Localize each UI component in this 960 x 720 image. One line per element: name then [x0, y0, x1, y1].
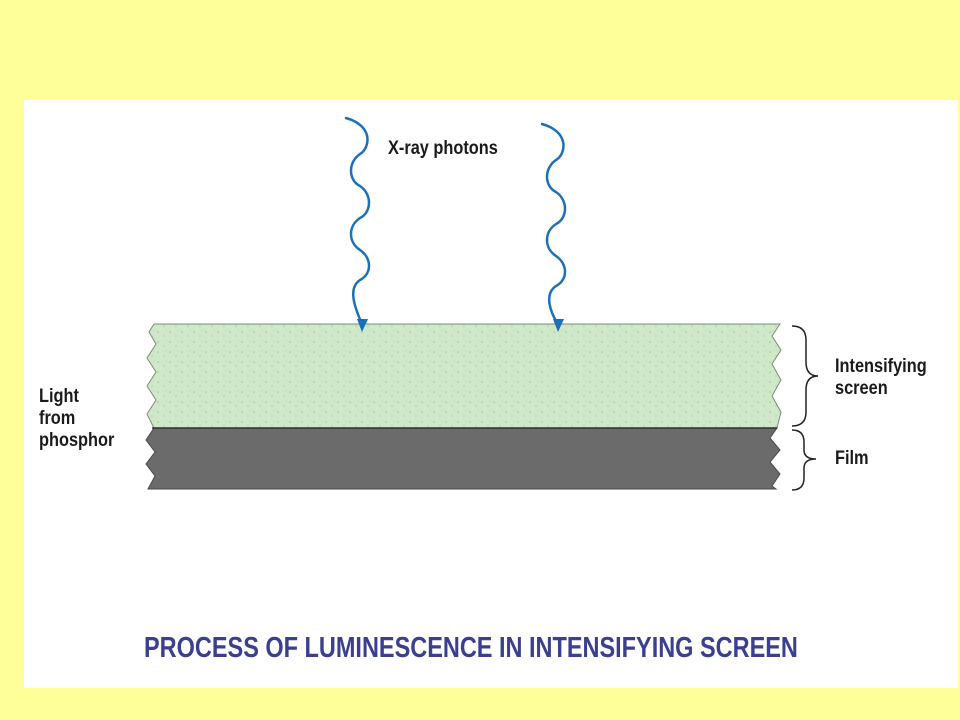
light-from-phosphor-label: Light from phosphor: [39, 386, 114, 452]
screen-label-line: screen: [835, 378, 888, 399]
diagram-caption: PROCESS OF LUMINESCENCE IN INTENSIFYING …: [144, 632, 798, 664]
xray-photons-label: X-ray photons: [388, 138, 498, 159]
light-label-line: phosphor: [39, 430, 115, 451]
xray-photon-wave: [540, 122, 567, 326]
screen-label-line: Intensifying: [835, 356, 927, 377]
screen-brace: [791, 325, 819, 427]
photon-arrowhead: [357, 319, 368, 332]
intensifying-screen-label: Intensifying screen: [835, 356, 927, 400]
light-label-line: Light: [39, 386, 79, 407]
photon-arrowhead: [553, 319, 564, 332]
diagram-panel: X-ray photons Light from phosphor Intens…: [24, 100, 958, 688]
film-brace: [791, 429, 817, 491]
intensifying-screen-layer: [146, 323, 782, 429]
luminescence-diagram: [145, 116, 819, 491]
xray-photon-wave: [344, 116, 371, 326]
film-label: Film: [835, 448, 869, 469]
light-label-line: from: [39, 408, 76, 429]
film-layer: [145, 427, 781, 490]
